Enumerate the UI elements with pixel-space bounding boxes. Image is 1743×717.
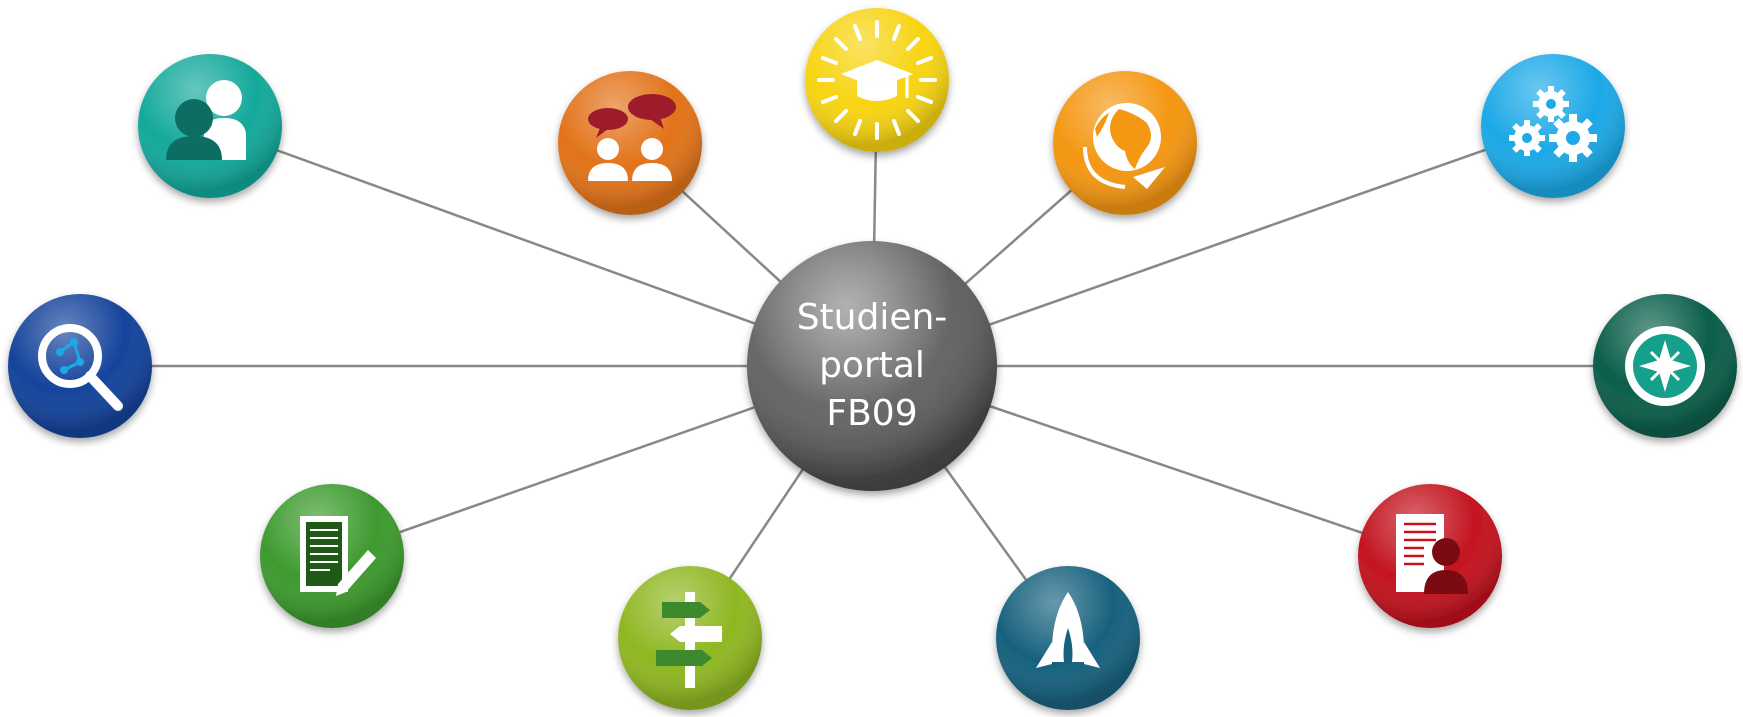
cv-person-icon xyxy=(1396,514,1468,594)
magnifier-molecule-icon xyxy=(38,324,123,411)
node-orientation[interactable] xyxy=(1593,294,1737,438)
node-students-group[interactable] xyxy=(138,54,282,198)
chat-people-icon xyxy=(588,94,676,181)
node-settings[interactable] xyxy=(1481,54,1625,198)
node-career[interactable] xyxy=(996,566,1140,710)
signpost-icon xyxy=(656,592,722,688)
compass-icon xyxy=(1625,326,1705,406)
node-discussion[interactable] xyxy=(558,71,702,215)
user-group-icon xyxy=(166,80,246,160)
document-pencil-icon xyxy=(300,516,376,596)
node-international[interactable] xyxy=(1053,71,1197,215)
rocket-icon xyxy=(1036,592,1100,668)
node-application[interactable] xyxy=(1358,484,1502,628)
graduation-cap-sun-icon xyxy=(817,20,937,140)
center-hub[interactable] xyxy=(747,241,997,491)
globe-airplane-icon xyxy=(1083,103,1165,189)
node-guidance[interactable] xyxy=(618,566,762,710)
node-research[interactable] xyxy=(8,294,152,438)
gears-icon xyxy=(1509,86,1597,162)
node-graduation[interactable] xyxy=(805,8,949,152)
node-exams[interactable] xyxy=(260,484,404,628)
